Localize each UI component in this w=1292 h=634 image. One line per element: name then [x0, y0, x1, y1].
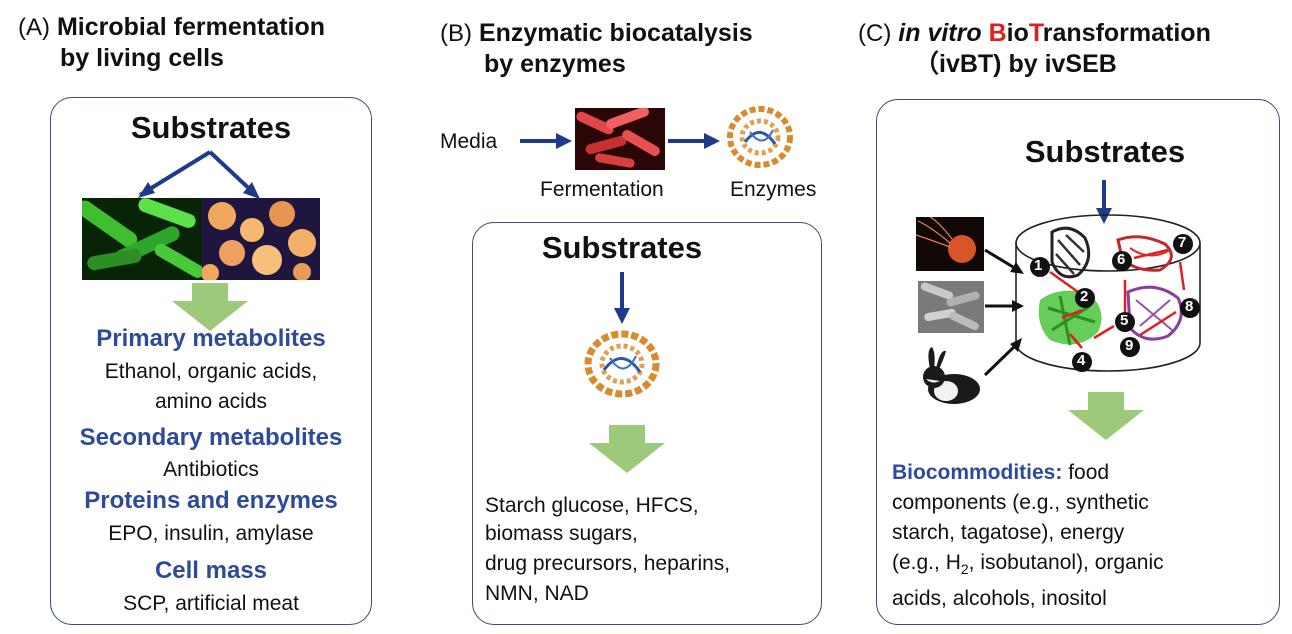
- panel-c-substrate-arrowhead: [1096, 208, 1112, 224]
- panel-b-title-line1: Enzymatic biocatalysis: [478, 19, 753, 47]
- step-4-label: 4: [1077, 352, 1086, 369]
- step-7: [1173, 234, 1193, 254]
- secondary-metabolites-items: Antibiotics: [163, 458, 259, 481]
- secondary-metabolites-heading: Secondary metabolites: [79, 424, 343, 451]
- panel-b-label: (B): [440, 20, 472, 47]
- step-6-label: 6: [1117, 251, 1126, 268]
- primary-metabolites-heading: Primary metabolites: [96, 325, 326, 352]
- panel-c-title-T: T: [1028, 19, 1043, 47]
- enzyme-purple: [1126, 285, 1183, 341]
- step-1-label: 1: [1034, 257, 1043, 274]
- panel-c-label: (C): [858, 20, 892, 47]
- reactor-body: [1015, 243, 1201, 372]
- source-arrow-1: [984, 248, 1019, 272]
- panel-b-box: [472, 222, 822, 625]
- biocommodities-label: Biocommodities:: [892, 461, 1063, 484]
- step-3: [1120, 337, 1140, 357]
- step-4: [1072, 352, 1092, 372]
- biocommodities-line3: starch, tagatose), energy: [892, 521, 1125, 544]
- panel-c-title-rest: ransformation: [1042, 19, 1211, 47]
- panel-b-product-line1: Starch glucose, HFCS,: [485, 494, 699, 517]
- h2-subscript: 2: [960, 561, 969, 578]
- fermentation-arrowhead: [704, 133, 720, 149]
- rabbit-image: [912, 345, 986, 407]
- panel-b-product-line4: NMN, NAD: [485, 582, 589, 605]
- reactor-top: [1015, 214, 1201, 272]
- panel-b-green-arrow: [589, 425, 665, 473]
- cell-mass-items: SCP, artificial meat: [123, 592, 299, 615]
- step-2-label: 2: [1080, 288, 1089, 305]
- substrate-down-arrowhead: [614, 308, 630, 324]
- step-8-label: 8: [1185, 298, 1194, 315]
- enzyme-black: [1050, 226, 1091, 279]
- yeast-cells: [202, 201, 316, 280]
- proteins-enzymes-heading: Proteins and enzymes: [84, 487, 338, 514]
- step-7-label: 7: [1178, 234, 1187, 251]
- panel-c-title-io: io: [1006, 19, 1029, 47]
- panel-c-title-B: B: [988, 19, 1007, 47]
- microbe-image: [916, 217, 984, 271]
- panel-c-title-line2: （ivBT) by ivSEB: [914, 50, 1117, 78]
- biocommodities-line4-post: , isobutanol), organic: [968, 551, 1164, 574]
- panel-a-green-arrow: [172, 283, 248, 331]
- panel-b-substrates: Substrates: [541, 230, 703, 265]
- panel-c-green-arrow: [1068, 392, 1144, 440]
- red-bacteria-cells: [576, 108, 660, 168]
- step-1: [1030, 257, 1050, 277]
- bacteria-cells: [82, 198, 202, 278]
- step-5: [1115, 312, 1135, 332]
- step-2: [1075, 288, 1095, 308]
- arrowhead-yeast: [243, 182, 260, 199]
- step-8: [1180, 298, 1200, 318]
- biocommodities-line4-pre: (e.g., H: [892, 551, 961, 574]
- biocommodities-line5: acids, alcohols, inositol: [892, 587, 1107, 611]
- panel-b-title-line2: by enzymes: [484, 50, 626, 78]
- panel-b-product-line2: biomass sugars,: [485, 522, 638, 545]
- panel-b-product-line3: drug precursors, heparins,: [485, 552, 731, 575]
- media-label: Media: [440, 130, 498, 153]
- step-5-label: 5: [1120, 312, 1129, 329]
- fermentation-image: [575, 108, 665, 170]
- step-9-label: 9: [1125, 337, 1134, 354]
- panel-c-products: Biocommodities: food components (e.g., s…: [892, 458, 1272, 614]
- arrowhead-bacteria: [138, 182, 155, 198]
- bacteria-image: [82, 198, 202, 280]
- cell-mass-heading: Cell mass: [154, 557, 268, 584]
- pathway-arrows: [1049, 248, 1186, 349]
- panel-c-title: (C) in vitro BioTransformation （ivBT) by…: [858, 18, 1211, 80]
- panel-b-enzyme-icon: [584, 330, 660, 398]
- panel-b-title: (B) Enzymatic biocatalysis by enzymes: [440, 18, 753, 80]
- fermentation-label: Fermentation: [540, 178, 664, 201]
- panel-c-substrates: Substrates: [1024, 134, 1186, 169]
- panel-a-title-line2: by living cells: [60, 44, 224, 72]
- primary-metabolites-items2: amino acids: [154, 390, 268, 413]
- panel-a-title: (A) Microbial fermentation by living cel…: [18, 12, 325, 74]
- biocommodities-line2: components (e.g., synthetic: [892, 491, 1149, 514]
- panel-c-title-italic: in vitro: [898, 19, 982, 47]
- panel-a-box: [50, 97, 372, 625]
- yeast-image: [202, 198, 320, 280]
- media-arrowhead: [556, 133, 572, 149]
- enzyme-icon: [727, 106, 793, 168]
- enzymes-label: Enzymes: [730, 178, 817, 201]
- panel-a-title-line1: Microbial fermentation: [56, 13, 326, 41]
- biocommodities-line1: food: [1062, 461, 1110, 484]
- source-arrow-3: [983, 343, 1018, 377]
- primary-metabolites-items1: Ethanol, organic acids,: [104, 360, 318, 383]
- step-6: [1112, 251, 1132, 271]
- proteins-enzymes-items: EPO, insulin, amylase: [108, 522, 314, 545]
- panel-a-label: (A): [18, 14, 50, 41]
- sem-cells-image: [918, 281, 984, 333]
- panel-a-substrates: Substrates: [130, 110, 292, 145]
